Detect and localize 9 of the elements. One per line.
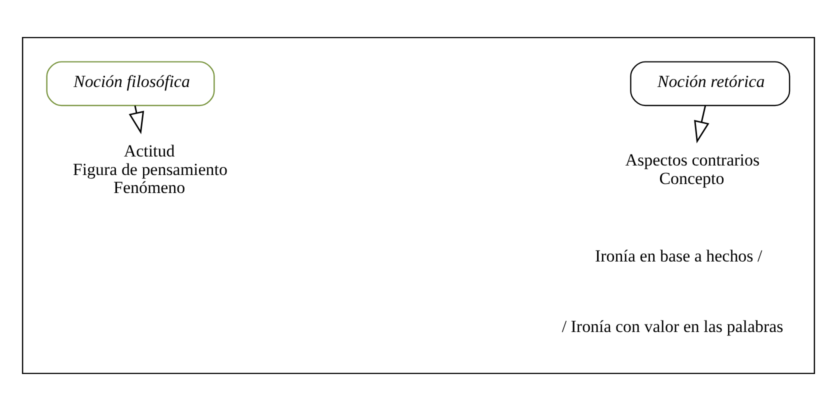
node-text: Actitud Figura de pensamiento Fenómeno bbox=[72, 142, 228, 198]
node-box: Noción retórica bbox=[630, 61, 790, 106]
node-box: Noción filosófica bbox=[46, 61, 215, 106]
label: Ironía en base a hechos / bbox=[594, 246, 762, 266]
cluster bbox=[22, 36, 816, 374]
label: / Ironía con valor en las palabras bbox=[562, 316, 784, 336]
arrow bbox=[128, 106, 144, 134]
arrow bbox=[694, 106, 710, 144]
node-text: Aspectos contrarios Concepto bbox=[625, 150, 760, 188]
